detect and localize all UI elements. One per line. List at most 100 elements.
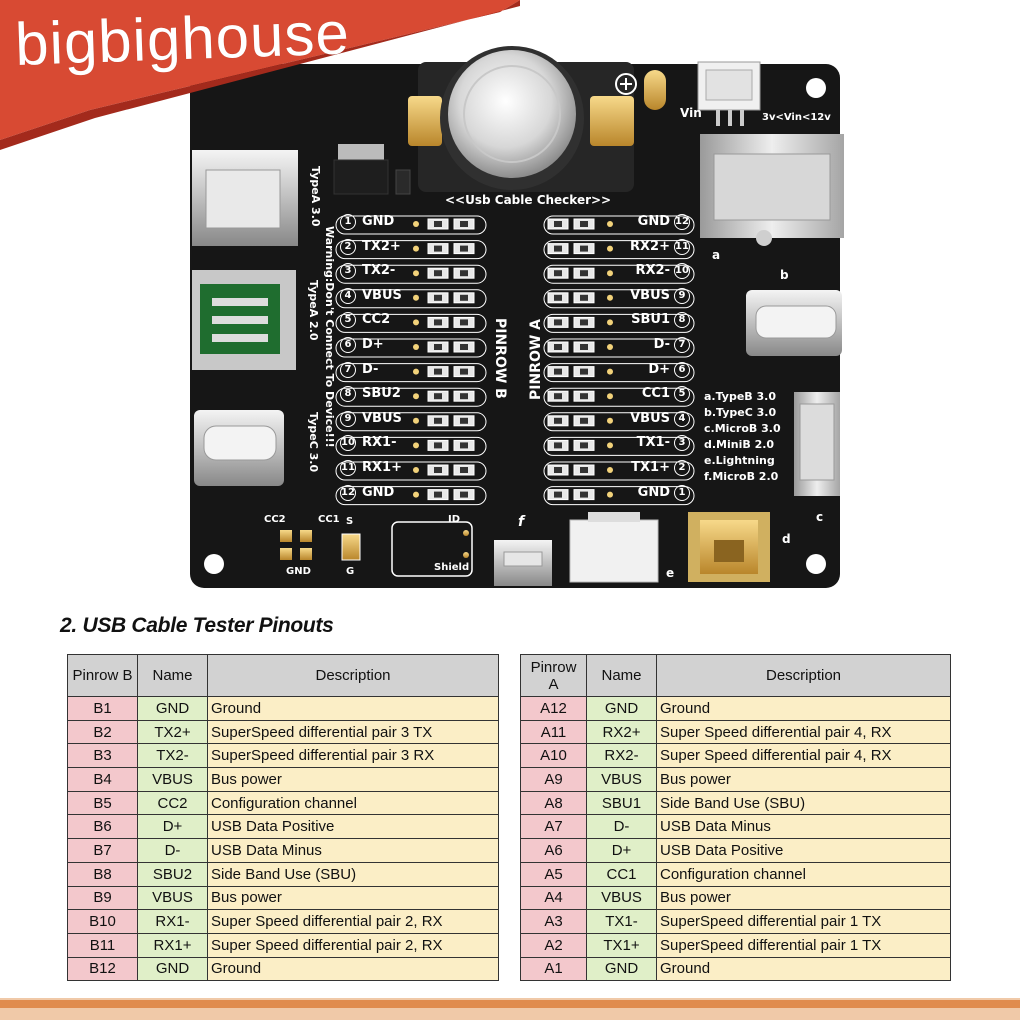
port-letter-d: d xyxy=(782,532,791,546)
pin-label: GND xyxy=(362,484,395,500)
name-cell: TX1+ xyxy=(586,932,657,958)
pad-dot xyxy=(607,245,613,252)
typec3-label: TypeC 3.0 xyxy=(307,412,320,473)
led-die xyxy=(580,294,588,301)
description-cell: Ground xyxy=(656,696,951,721)
mount-hole xyxy=(806,78,826,98)
led-die xyxy=(580,221,588,227)
pad-dot xyxy=(413,491,419,498)
pin-number-badge: 4 xyxy=(674,410,690,427)
led-die xyxy=(580,393,588,400)
port-letter-c: c xyxy=(816,510,824,524)
pin-label: VBUS xyxy=(362,410,402,426)
led-die xyxy=(554,319,562,326)
name-cell: RX2+ xyxy=(586,719,657,745)
pad-dot xyxy=(413,467,419,473)
mount-hole xyxy=(204,554,224,574)
legend-item: c.MicroB 3.0 xyxy=(704,422,781,435)
header-description: Description xyxy=(207,654,499,697)
pin-outline xyxy=(335,313,487,333)
pin-number-badge: 10 xyxy=(674,263,690,280)
led-die xyxy=(460,294,468,301)
pin-number-badge: 9 xyxy=(340,410,356,427)
header-name: Name xyxy=(586,654,657,697)
pin-number-badge: 6 xyxy=(340,337,356,353)
pin-cell: B8 xyxy=(67,861,138,887)
pcb-board-image: <<Usb Cable Checker>> Vin 3v<Vin<12v Typ… xyxy=(190,46,844,588)
pad-dot xyxy=(607,417,613,424)
name-cell: GND xyxy=(137,696,208,721)
legend-item: e.Lightning xyxy=(704,454,775,467)
pin-outline xyxy=(335,412,487,432)
typea2-label: TypeA 2.0 xyxy=(307,280,320,341)
pin-number-badge: 9 xyxy=(674,287,690,304)
led-die xyxy=(460,221,468,227)
name-cell: GND xyxy=(586,696,657,721)
pin-cell: B3 xyxy=(67,743,138,769)
led-die xyxy=(434,417,442,424)
led-die xyxy=(554,467,562,473)
port-letter-a: a xyxy=(712,248,721,262)
description-cell: Super Speed differential pair 2, RX xyxy=(207,909,499,934)
description-cell: SuperSpeed differential pair 3 TX xyxy=(207,719,499,745)
pin-cell: B11 xyxy=(67,932,138,958)
pad-dot xyxy=(607,270,613,277)
pin-number-badge: 1 xyxy=(340,214,356,230)
brand-banner xyxy=(0,0,520,150)
pin-cell: A6 xyxy=(520,838,587,863)
pin-number-badge: 8 xyxy=(340,386,356,403)
pad-dot xyxy=(413,245,419,252)
pcb-body xyxy=(190,64,840,588)
description-cell: Super Speed differential pair 4, RX xyxy=(656,743,951,769)
port-letter-f: f xyxy=(518,514,525,530)
table-header-row: Pinrow B Name Description xyxy=(67,654,499,697)
led-die xyxy=(580,368,588,375)
description-cell: SuperSpeed differential pair 1 TX xyxy=(656,932,951,958)
pad-dot xyxy=(413,344,419,350)
led-die xyxy=(434,270,442,277)
pin-number-badge: 11 xyxy=(340,460,356,476)
pin-number-badge: 4 xyxy=(340,287,356,304)
pin-label: RX1- xyxy=(362,435,397,451)
table-divider xyxy=(503,654,517,980)
led-die xyxy=(434,442,442,449)
port-letter-b: b xyxy=(780,268,789,282)
name-cell: TX2+ xyxy=(137,719,208,745)
pin-outline xyxy=(335,486,487,506)
pin-number-badge: 3 xyxy=(674,435,690,452)
led-die xyxy=(580,491,588,498)
pin-cell: B1 xyxy=(67,696,138,721)
description-cell: USB Data Minus xyxy=(207,838,499,863)
s-label: S xyxy=(346,516,354,527)
description-cell: Bus power xyxy=(207,767,499,792)
shield-label: Shield xyxy=(434,562,470,573)
pin-outline xyxy=(543,338,695,358)
pin-label: D+ xyxy=(362,337,384,352)
pin-cell: B10 xyxy=(67,909,138,934)
pin-label: D- xyxy=(653,337,670,352)
pin-cell: B12 xyxy=(67,956,138,982)
description-cell: Bus power xyxy=(207,885,499,911)
plus-marker xyxy=(615,73,637,95)
cc1-label: CC1 xyxy=(318,514,340,525)
led-die xyxy=(460,393,468,400)
footer-bar xyxy=(0,998,1020,1020)
pin-number-badge: 5 xyxy=(340,312,356,329)
name-cell: D+ xyxy=(586,838,657,863)
pin-outline xyxy=(335,363,487,383)
pin-label: GND xyxy=(637,484,670,500)
pin-label: GND xyxy=(362,214,395,229)
vin-range: 3v<Vin<12v xyxy=(762,112,831,123)
pin-label: D+ xyxy=(648,361,670,377)
pin-label: D- xyxy=(362,361,379,377)
pin-cell: B7 xyxy=(67,838,138,863)
